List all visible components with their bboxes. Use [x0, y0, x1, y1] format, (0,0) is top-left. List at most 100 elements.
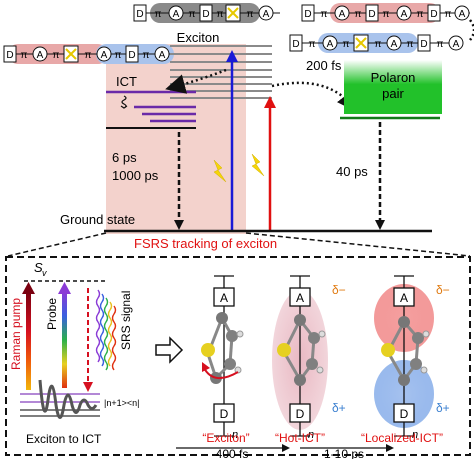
chain-letter: π	[417, 9, 424, 20]
raman-pump-label: Raman pump	[9, 298, 23, 370]
probe-label: Probe	[45, 298, 59, 330]
chain-letter: π	[445, 9, 452, 20]
chain-letter: π	[53, 50, 60, 61]
chain-letter: π	[383, 9, 390, 20]
acceptor-label: A	[296, 291, 304, 305]
chain-letter: A	[459, 9, 466, 20]
chain-top-middle: D π A π D π π A	[133, 3, 280, 23]
chain-letter: π	[321, 9, 328, 20]
state-name: “Exciton”	[202, 431, 249, 445]
chain-letter: π	[217, 9, 224, 20]
state-exciton: A D n “Exciton”	[201, 275, 250, 445]
raman-pump-arrow	[26, 292, 31, 390]
chain-letter: A	[327, 39, 334, 50]
probe-arrow-head	[58, 282, 71, 294]
chain-letter: π	[155, 9, 162, 20]
probe-arrow	[62, 292, 67, 388]
state-name: “Hot-ICT”	[275, 431, 325, 445]
exciton-to-ict-label: Exciton to ICT	[26, 432, 102, 446]
chain-letter: D	[304, 9, 311, 20]
chain-right-second: D π A π π A π D π A	[289, 33, 464, 53]
chain-letter: π	[343, 39, 350, 50]
time-400fs: 400 fs	[216, 447, 249, 459]
time-1-10ps: 1-10 ps	[324, 447, 364, 459]
dotted-link-right	[468, 19, 474, 41]
chain-left: D π A π π A π D π A	[3, 44, 176, 64]
srs-arrow-head	[83, 382, 93, 392]
dotted-arrow-to-polaron	[271, 81, 358, 112]
chain-letter: D	[420, 39, 427, 50]
acceptor-label: A	[400, 291, 408, 305]
chain-letter: A	[173, 9, 180, 20]
chain-letter: A	[453, 39, 460, 50]
hollow-arrow-icon	[155, 336, 184, 364]
exciton-arrow-head	[226, 50, 238, 62]
delta-minus-label: δ−	[332, 283, 346, 297]
donor-label: D	[296, 407, 305, 421]
chain-letter: π	[115, 50, 122, 61]
oscillation-trace	[38, 379, 98, 419]
time-6ps: 6 ps	[112, 150, 137, 165]
chain-letter: D	[368, 9, 375, 20]
chain-letter: π	[355, 9, 362, 20]
chain-letter: π	[375, 39, 382, 50]
wavy-relaxation-arrow	[120, 95, 128, 109]
polaron-label-line2: pair	[382, 86, 404, 101]
timeline-arrow-1-10ps-head	[386, 444, 394, 452]
polaron-pair-box	[344, 60, 442, 114]
chain-letter: A	[101, 50, 108, 61]
chain-letter: D	[136, 9, 143, 20]
chain-letter: A	[37, 50, 44, 61]
repeat-n-label: n	[232, 429, 238, 441]
chain-letter: π	[407, 39, 414, 50]
zoom-line-right	[245, 232, 471, 257]
chain-letter: A	[401, 9, 408, 20]
state-localized-ict: A D δ− δ+ n “Localized-ICT”	[361, 275, 450, 445]
donor-label: D	[220, 407, 229, 421]
ground-state-label: Ground state	[60, 212, 135, 227]
vib-level-label: |n+1><n|	[104, 398, 139, 408]
chain-letter: π	[143, 50, 150, 61]
fsrs-label: FSRS tracking of exciton	[134, 236, 277, 251]
ict-decay-arrow-head	[174, 220, 184, 230]
srs-signal-label: SRS signal	[119, 291, 133, 350]
chain-letter: D	[430, 9, 437, 20]
exciton-label: Exciton	[177, 30, 220, 45]
time-200fs: 200 fs	[306, 58, 342, 73]
chain-letter: D	[202, 9, 209, 20]
state-hot-ict: A D δ− δ+ n “Hot-ICT”	[272, 275, 346, 445]
chain-letter: π	[247, 9, 254, 20]
chain-letter: D	[6, 50, 13, 61]
shaded-region	[106, 44, 246, 234]
time-40ps: 40 ps	[336, 164, 368, 179]
chain-letter: π	[21, 50, 28, 61]
chain-letter: π	[189, 9, 196, 20]
acceptor-label: A	[220, 291, 228, 305]
chain-letter: π	[437, 39, 444, 50]
state-name: “Localized-ICT”	[361, 431, 443, 445]
chain-top-right: D π A π D π A π D π A	[301, 3, 470, 23]
polaron-decay-arrow-head	[375, 220, 385, 230]
chain-letter: A	[159, 50, 166, 61]
ict-label: ICT	[116, 74, 137, 89]
chain-letter: D	[292, 39, 299, 50]
donor-label: D	[400, 407, 409, 421]
srs-signal-waves	[95, 289, 117, 371]
chain-letter: A	[263, 9, 270, 20]
repeat-n-label: n	[308, 429, 314, 441]
repeat-n-label: n	[412, 429, 418, 441]
polaron-label-line1: Polaron	[371, 70, 416, 85]
flash-icon	[251, 153, 265, 177]
delta-plus-label: δ+	[332, 401, 346, 415]
chain-letter: π	[309, 39, 316, 50]
pump-arrow-head	[264, 96, 276, 108]
time-1000ps: 1000 ps	[112, 168, 159, 183]
timeline-arrow-400fs-head	[282, 444, 290, 452]
raman-pump-arrow-head	[22, 282, 35, 294]
bottom-panel	[5, 256, 471, 456]
chain-letter: A	[391, 39, 398, 50]
chain-letter: D	[128, 50, 135, 61]
flash-icon	[213, 159, 227, 183]
